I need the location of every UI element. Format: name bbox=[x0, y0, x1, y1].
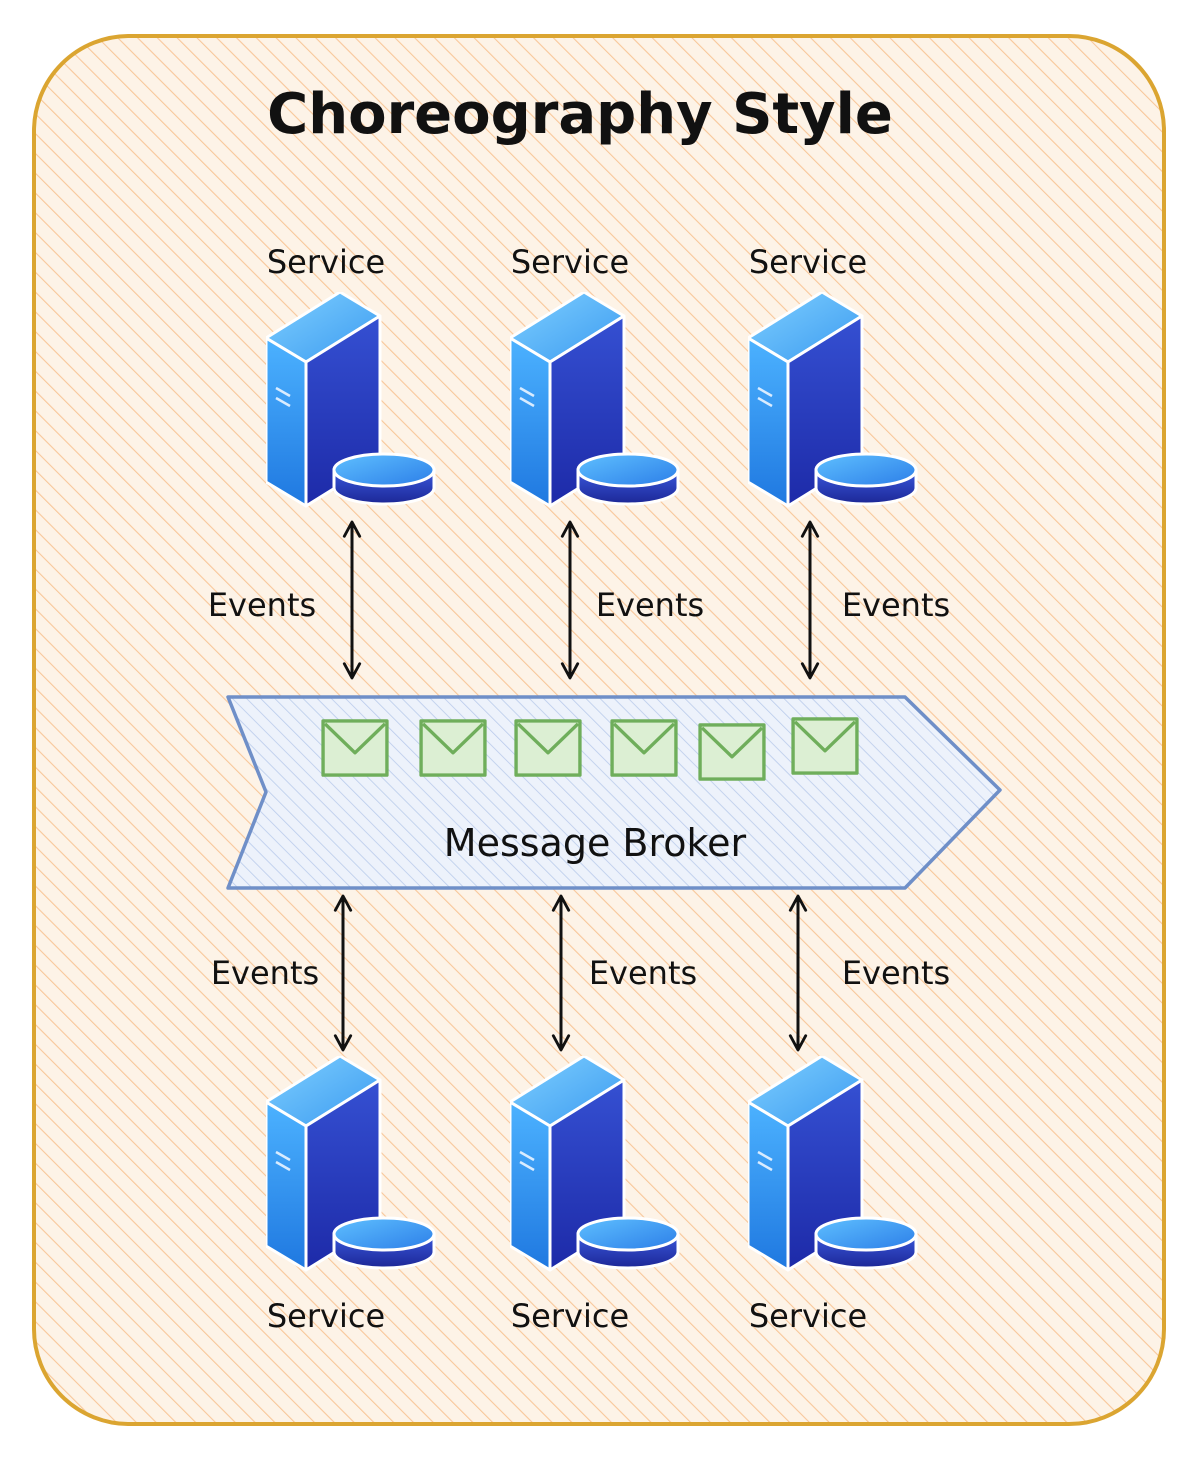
bottom-events-connection-3: Events bbox=[788, 894, 950, 1052]
bottom-service-2: Service bbox=[510, 1056, 680, 1335]
envelope-icon bbox=[321, 719, 389, 777]
service-label: Service bbox=[749, 243, 867, 281]
top-service-1: Service bbox=[266, 243, 436, 508]
service-label: Service bbox=[511, 243, 629, 281]
top-events-connection-1: Events bbox=[208, 520, 362, 680]
events-label: Events bbox=[589, 954, 697, 992]
envelope-icon bbox=[514, 719, 582, 777]
diagram-title: Choreography Style bbox=[267, 82, 893, 147]
events-label: Events bbox=[842, 954, 950, 992]
bottom-service-1: Service bbox=[266, 1056, 436, 1335]
service-label: Service bbox=[511, 1297, 629, 1335]
top-events-connection-3: Events bbox=[800, 520, 950, 680]
top-events-connection-2: Events bbox=[560, 520, 704, 680]
bottom-events-connection-2: Events bbox=[551, 894, 697, 1052]
service-label: Service bbox=[267, 1297, 385, 1335]
events-label: Events bbox=[208, 586, 316, 624]
envelope-icon bbox=[610, 719, 678, 777]
bottom-service-3: Service bbox=[748, 1056, 918, 1335]
message-broker: Message Broker bbox=[226, 695, 1002, 890]
envelope-icon bbox=[791, 717, 859, 775]
envelope-icon bbox=[419, 719, 487, 777]
envelope-icon bbox=[698, 723, 766, 781]
service-label: Service bbox=[749, 1297, 867, 1335]
service-label: Service bbox=[267, 243, 385, 281]
events-label: Events bbox=[211, 954, 319, 992]
bottom-events-connection-1: Events bbox=[211, 894, 353, 1052]
events-label: Events bbox=[596, 586, 704, 624]
message-broker-label: Message Broker bbox=[444, 821, 747, 865]
events-label: Events bbox=[842, 586, 950, 624]
top-service-2: Service bbox=[510, 243, 680, 508]
top-service-3: Service bbox=[748, 243, 918, 508]
